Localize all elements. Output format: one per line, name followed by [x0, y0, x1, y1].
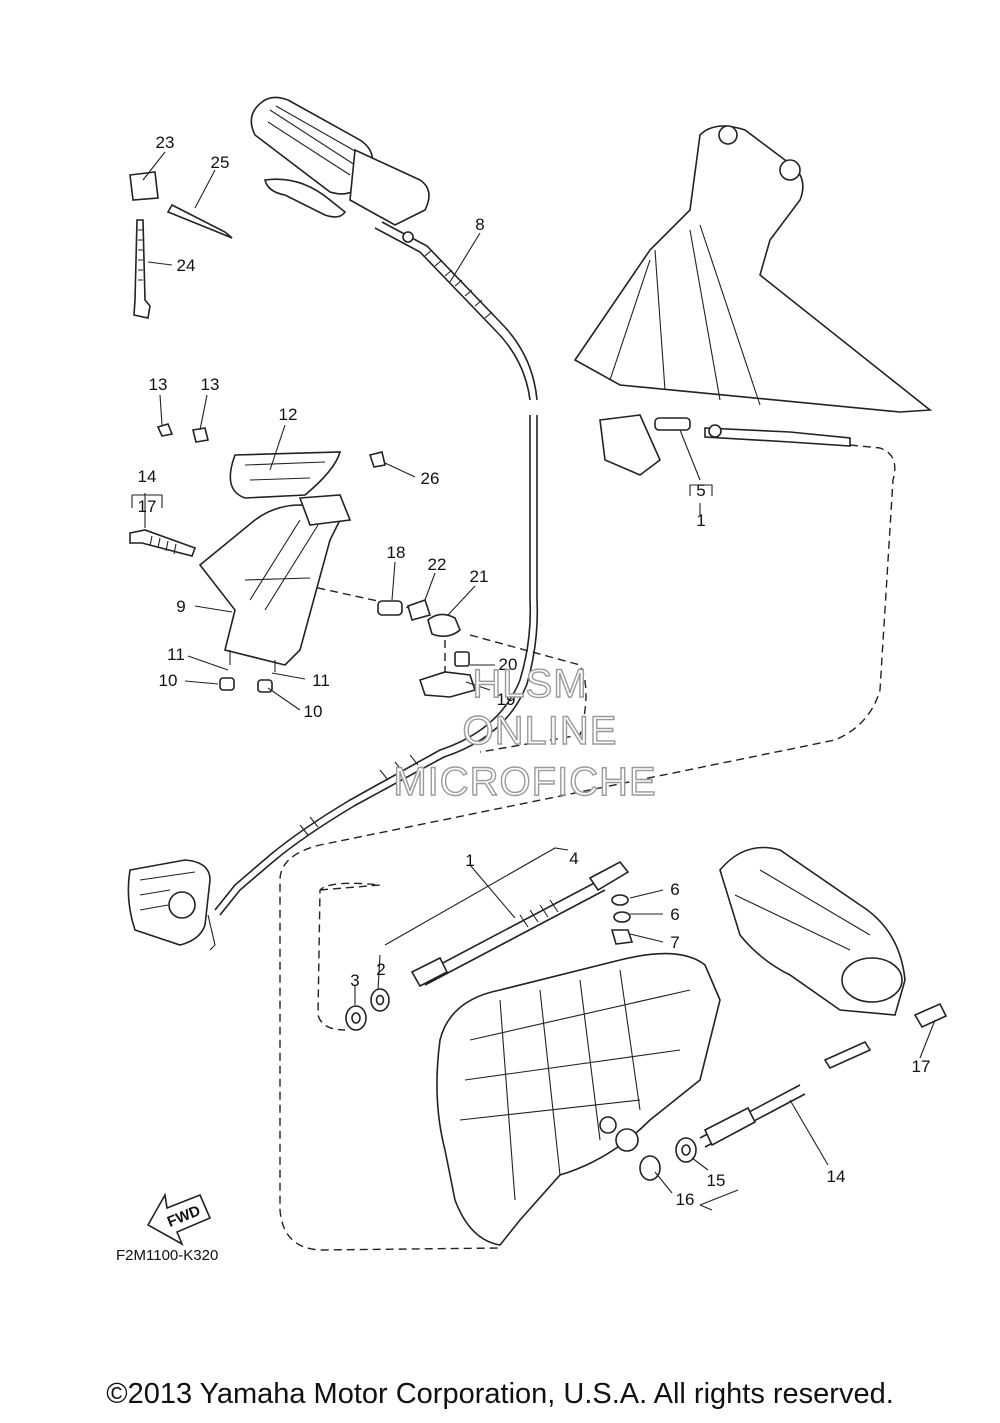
watermark-line2: ONLINE	[463, 709, 618, 753]
callout-10b: 10	[304, 702, 323, 721]
cable-end-upper	[654, 417, 851, 447]
callout-8: 8	[475, 215, 484, 234]
parts-18-22	[377, 598, 477, 698]
watermark: HLSM ONLINE MICROFICHE	[393, 661, 657, 804]
callout-22: 22	[428, 555, 447, 574]
callout-1-upper: 1	[696, 511, 705, 530]
callout-15: 15	[707, 1171, 726, 1190]
callout-2: 2	[376, 960, 385, 979]
pump-housing	[436, 952, 721, 1246]
callout-3: 3	[350, 971, 359, 990]
callout-11a: 11	[167, 645, 185, 664]
callout-19: 19	[497, 690, 516, 709]
washers-2-3-6-7	[345, 894, 634, 1031]
leader-lines	[131, 151, 936, 1211]
callout-6b: 6	[670, 905, 679, 924]
rivet	[166, 203, 233, 239]
callout-17-upper: 17	[138, 497, 157, 516]
cable-tie	[133, 219, 151, 319]
fwd-arrow-icon: FWD	[146, 1192, 212, 1246]
cable-route-lower	[317, 882, 381, 1031]
callout-11b: 11	[312, 671, 330, 690]
callout-18: 18	[387, 543, 406, 562]
lower-cable	[639, 1002, 948, 1181]
callout-9: 9	[176, 597, 185, 616]
callout-14-lower: 14	[827, 1167, 846, 1186]
bracket-9	[198, 494, 352, 666]
callout-13a: 13	[149, 375, 168, 394]
watermark-line3: MICROFICHE	[393, 760, 656, 804]
cable-end-14-17	[129, 529, 197, 557]
callout-26: 26	[421, 469, 440, 488]
callout-25: 25	[211, 153, 230, 172]
callout-20: 20	[499, 655, 518, 674]
handlebar-grip	[250, 96, 430, 226]
steering-nozzle-assembly	[573, 125, 933, 476]
screw-26	[368, 451, 386, 468]
callout-labels: 23 25 24 8 13 13 12 26 14 17 9 18 22 21 …	[138, 133, 931, 1209]
copyright-notice: ©2013 Yamaha Motor Corporation, U.S.A. A…	[106, 1378, 894, 1410]
throttle-cable-run	[214, 415, 532, 911]
callout-4: 4	[569, 849, 578, 868]
assembly-boundary	[279, 444, 896, 1251]
callout-14-upper: 14	[138, 467, 157, 486]
callout-5-upper: 5	[696, 481, 705, 500]
callout-10a: 10	[159, 671, 178, 690]
cover-12	[229, 451, 342, 499]
callout-16: 16	[676, 1190, 695, 1209]
callout-6a: 6	[670, 880, 679, 899]
steering-cable	[410, 860, 630, 988]
callout-12: 12	[279, 405, 298, 424]
callout-23: 23	[156, 133, 175, 152]
cable-clip	[129, 171, 159, 201]
callout-1-lower: 1	[465, 851, 474, 870]
throttle-cable	[374, 221, 538, 401]
watermark-line1: HLSM	[472, 662, 587, 706]
callout-17-lower: 17	[912, 1057, 931, 1076]
cable-route-upper	[469, 634, 587, 753]
callout-21: 21	[470, 567, 489, 586]
throttle-body	[127, 859, 216, 951]
callout-13b: 13	[201, 375, 220, 394]
screws-13	[156, 423, 209, 443]
intake-duct	[719, 846, 906, 1016]
callout-24: 24	[177, 256, 196, 275]
diagram-code: F2M1100-K320	[116, 1247, 218, 1264]
callout-7: 7	[670, 933, 679, 952]
